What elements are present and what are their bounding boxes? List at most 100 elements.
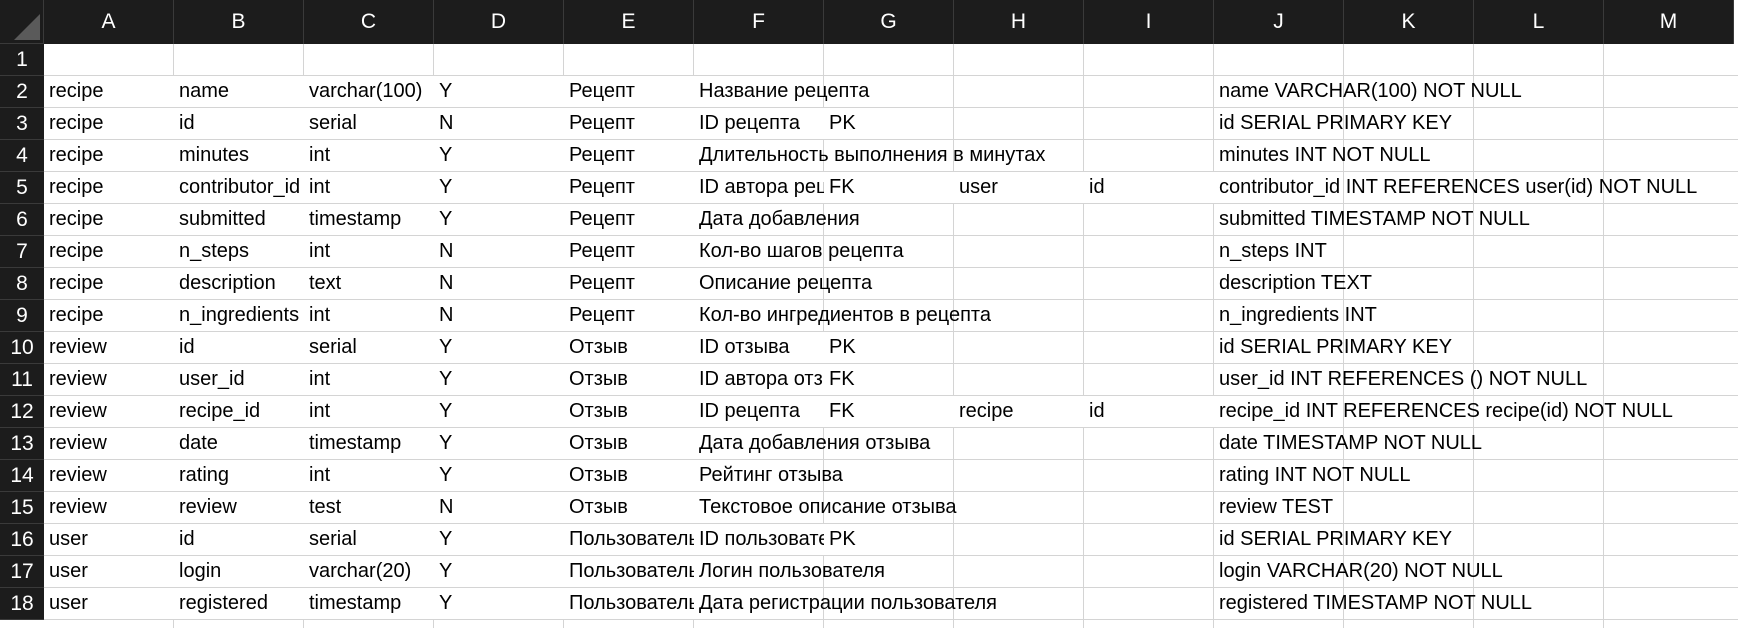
cell-d9[interactable]: N bbox=[434, 300, 564, 331]
column-header-e[interactable]: E bbox=[564, 0, 694, 44]
cell-c6[interactable]: timestamp bbox=[304, 204, 434, 235]
cell-b5[interactable]: contributor_id bbox=[174, 172, 304, 203]
cell-a18[interactable]: user bbox=[44, 588, 174, 619]
column-header-f[interactable]: F bbox=[694, 0, 824, 44]
cell-j15[interactable]: review TEST bbox=[1219, 496, 1334, 518]
cell-d16[interactable]: Y bbox=[434, 524, 564, 555]
cell-f6[interactable]: Дата добавления bbox=[699, 208, 860, 230]
row-header-11[interactable]: 11 bbox=[0, 364, 44, 396]
cell-e5[interactable]: Рецепт bbox=[564, 172, 694, 203]
cell-d11[interactable]: Y bbox=[434, 364, 564, 395]
cell-f14[interactable]: Рейтинг отзыва bbox=[699, 464, 843, 486]
cell-f18[interactable]: Дата регистрации пользователя bbox=[699, 592, 997, 614]
row-header-8[interactable]: 8 bbox=[0, 268, 44, 300]
cell-b12[interactable]: recipe_id bbox=[174, 396, 304, 427]
cell-e7[interactable]: Рецепт bbox=[564, 236, 694, 267]
cell-a6[interactable]: recipe bbox=[44, 204, 174, 235]
cell-j2[interactable]: name VARCHAR(100) NOT NULL bbox=[1219, 80, 1522, 102]
cell-c9[interactable]: int bbox=[304, 300, 434, 331]
cell-g5[interactable]: FK bbox=[824, 172, 954, 203]
cell-c13[interactable]: timestamp bbox=[304, 428, 434, 459]
cell-f17[interactable]: Логин пользователя bbox=[699, 560, 885, 582]
cell-a12[interactable]: review bbox=[44, 396, 174, 427]
cell-f8[interactable]: Описание рецепта bbox=[699, 272, 873, 294]
cell-f7[interactable]: Кол-во шагов рецепта bbox=[699, 240, 904, 262]
cell-a17[interactable]: user bbox=[44, 556, 174, 587]
cell-a2[interactable]: recipe bbox=[44, 76, 174, 107]
cell-c17[interactable]: varchar(20) bbox=[304, 556, 434, 587]
cell-j4[interactable]: minutes INT NOT NULL bbox=[1219, 144, 1431, 166]
cell-e4[interactable]: Рецепт bbox=[564, 140, 694, 171]
row-header-5[interactable]: 5 bbox=[0, 172, 44, 204]
cell-i5[interactable]: id bbox=[1084, 172, 1214, 203]
cell-c16[interactable]: serial bbox=[304, 524, 434, 555]
cell-a3[interactable]: recipe bbox=[44, 108, 174, 139]
cell-a14[interactable]: review bbox=[44, 460, 174, 491]
row-header-1[interactable]: 1 bbox=[0, 44, 44, 76]
row-header-13[interactable]: 13 bbox=[0, 428, 44, 460]
cell-c2[interactable]: varchar(100) bbox=[304, 76, 434, 107]
row-header-2[interactable]: 2 bbox=[0, 76, 44, 108]
cell-e10[interactable]: Отзыв bbox=[564, 332, 694, 363]
column-header-c[interactable]: C bbox=[304, 0, 434, 44]
select-all-corner[interactable] bbox=[0, 0, 44, 44]
column-header-m[interactable]: M bbox=[1604, 0, 1734, 44]
cell-h12[interactable]: recipe bbox=[954, 396, 1084, 427]
cell-c5[interactable]: int bbox=[304, 172, 434, 203]
cell-b8[interactable]: description bbox=[174, 268, 304, 299]
cell-d3[interactable]: N bbox=[434, 108, 564, 139]
cell-j7[interactable]: n_steps INT bbox=[1219, 240, 1327, 262]
row-header-18[interactable]: 18 bbox=[0, 588, 44, 620]
cell-f4[interactable]: Длительность выполнения в минутах bbox=[699, 144, 1046, 166]
cell-e13[interactable]: Отзыв bbox=[564, 428, 694, 459]
cell-c14[interactable]: int bbox=[304, 460, 434, 491]
row-header-17[interactable]: 17 bbox=[0, 556, 44, 588]
cell-c4[interactable]: int bbox=[304, 140, 434, 171]
cell-e17[interactable]: Пользователь bbox=[564, 556, 694, 587]
cell-d18[interactable]: Y bbox=[434, 588, 564, 619]
cell-f12[interactable]: ID рецепта bbox=[694, 396, 824, 427]
row-header-4[interactable]: 4 bbox=[0, 140, 44, 172]
cell-d15[interactable]: N bbox=[434, 492, 564, 523]
cell-g12[interactable]: FK bbox=[824, 396, 954, 427]
cell-a7[interactable]: recipe bbox=[44, 236, 174, 267]
cell-j14[interactable]: rating INT NOT NULL bbox=[1219, 464, 1411, 486]
cell-c18[interactable]: timestamp bbox=[304, 588, 434, 619]
cell-j5[interactable]: contributor_id INT REFERENCES user(id) N… bbox=[1219, 176, 1698, 198]
cell-d6[interactable]: Y bbox=[434, 204, 564, 235]
cell-f5[interactable]: ID автора рецепта bbox=[694, 172, 824, 203]
cell-c3[interactable]: serial bbox=[304, 108, 434, 139]
row-header-6[interactable]: 6 bbox=[0, 204, 44, 236]
cell-j8[interactable]: description TEXT bbox=[1219, 272, 1373, 294]
cell-a13[interactable]: review bbox=[44, 428, 174, 459]
cell-d14[interactable]: Y bbox=[434, 460, 564, 491]
cell-d7[interactable]: N bbox=[434, 236, 564, 267]
row-header-14[interactable]: 14 bbox=[0, 460, 44, 492]
column-header-h[interactable]: H bbox=[954, 0, 1084, 44]
cell-e16[interactable]: Пользователь bbox=[564, 524, 694, 555]
cell-d10[interactable]: Y bbox=[434, 332, 564, 363]
cell-j18[interactable]: registered TIMESTAMP NOT NULL bbox=[1219, 592, 1533, 614]
cell-e11[interactable]: Отзыв bbox=[564, 364, 694, 395]
cell-e6[interactable]: Рецепт bbox=[564, 204, 694, 235]
cell-a8[interactable]: recipe bbox=[44, 268, 174, 299]
cell-c11[interactable]: int bbox=[304, 364, 434, 395]
cell-a16[interactable]: user bbox=[44, 524, 174, 555]
cell-a5[interactable]: recipe bbox=[44, 172, 174, 203]
cell-d12[interactable]: Y bbox=[434, 396, 564, 427]
cell-f16[interactable]: ID пользователя bbox=[694, 524, 824, 555]
row-header-7[interactable]: 7 bbox=[0, 236, 44, 268]
cell-j3[interactable]: id SERIAL PRIMARY KEY bbox=[1219, 112, 1453, 134]
cell-e18[interactable]: Пользователь bbox=[564, 588, 694, 619]
cell-e2[interactable]: Рецепт bbox=[564, 76, 694, 107]
row-header-9[interactable]: 9 bbox=[0, 300, 44, 332]
cell-c15[interactable]: test bbox=[304, 492, 434, 523]
column-header-b[interactable]: B bbox=[174, 0, 304, 44]
cell-e14[interactable]: Отзыв bbox=[564, 460, 694, 491]
cell-j10[interactable]: id SERIAL PRIMARY KEY bbox=[1219, 336, 1453, 358]
cell-b13[interactable]: date bbox=[174, 428, 304, 459]
cell-j6[interactable]: submitted TIMESTAMP NOT NULL bbox=[1219, 208, 1530, 230]
cell-j17[interactable]: login VARCHAR(20) NOT NULL bbox=[1219, 560, 1503, 582]
cell-e12[interactable]: Отзыв bbox=[564, 396, 694, 427]
cell-b11[interactable]: user_id bbox=[174, 364, 304, 395]
